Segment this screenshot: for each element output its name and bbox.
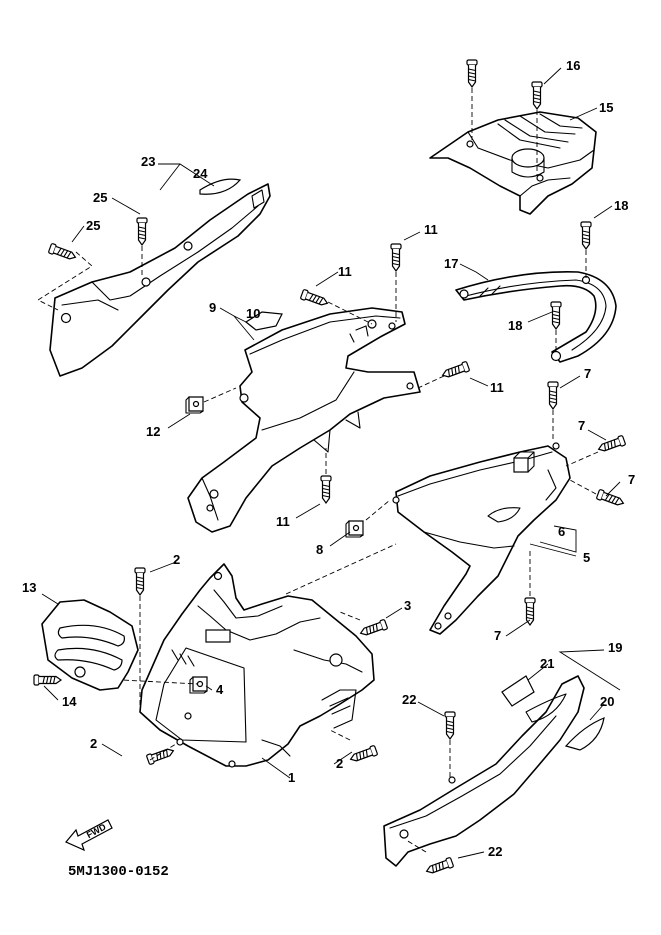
screw-icon (596, 434, 627, 455)
callout-1: 1 (288, 770, 295, 785)
screw-icon (390, 243, 402, 272)
callout-2: 2 (336, 756, 343, 771)
screw-icon (550, 301, 562, 330)
callout-5: 5 (583, 550, 590, 565)
screw-icon (524, 597, 536, 626)
callout-3: 3 (404, 598, 411, 613)
callout-9: 9 (209, 300, 216, 315)
callout-23: 23 (141, 154, 155, 169)
callout-2: 2 (173, 552, 180, 567)
emblem-insert (564, 717, 605, 751)
side-rail-cover (49, 183, 271, 377)
screw-icon (320, 475, 332, 504)
callout-6: 6 (558, 524, 565, 539)
callout-25: 25 (93, 190, 107, 205)
callout-2: 2 (90, 736, 97, 751)
leader-lines (41, 67, 621, 859)
grab-bar (455, 271, 617, 363)
screw-icon (33, 674, 62, 686)
screw-icon (595, 488, 626, 509)
emblem-insert (501, 675, 535, 707)
screw-icon (299, 288, 330, 309)
screw-icon (440, 360, 471, 381)
lower-rear-cover (383, 675, 585, 867)
callout-8: 8 (316, 542, 323, 557)
callout-22: 22 (488, 844, 502, 859)
diagram-code: 5MJ1300-0152 (68, 864, 169, 880)
callout-18: 18 (508, 318, 522, 333)
front-leg-shield (139, 563, 375, 768)
rear-carrier-cover (429, 111, 597, 215)
callout-22: 22 (402, 692, 416, 707)
screw-icon (358, 618, 389, 639)
screw-icon (580, 221, 592, 250)
emblem-insert (199, 178, 242, 195)
screw-icon (136, 217, 148, 246)
callout-21: 21 (540, 656, 554, 671)
callout-24: 24 (193, 166, 208, 181)
callout-11: 11 (276, 514, 290, 529)
callout-7: 7 (584, 366, 591, 381)
callout-11: 11 (424, 222, 438, 237)
callout-15: 15 (599, 100, 613, 115)
callout-12: 12 (146, 424, 160, 439)
callout-18: 18 (614, 198, 628, 213)
callout-17: 17 (444, 256, 458, 271)
callout-14: 14 (62, 694, 77, 709)
clip-nut-icon (345, 520, 364, 538)
side-panel (41, 599, 139, 691)
screw-icon (145, 745, 176, 766)
callout-11: 11 (338, 264, 352, 279)
callout-16: 16 (566, 58, 580, 73)
emblem-insert (244, 311, 283, 331)
callout-7: 7 (578, 418, 585, 433)
screw-icon (134, 567, 146, 596)
callout-4: 4 (216, 682, 224, 697)
callout-13: 13 (22, 580, 36, 595)
clip-nut-icon (185, 396, 204, 414)
right-side-cover (392, 442, 571, 635)
callouts: 16 15 23 24 25 25 11 11 18 17 18 9 10 11… (22, 58, 635, 859)
center-frame-cover (187, 307, 421, 533)
screw-icon (466, 59, 478, 88)
screw-icon (531, 81, 543, 110)
screw-icon (47, 242, 78, 263)
screw-icon (547, 381, 559, 410)
callout-19: 19 (608, 640, 622, 655)
callout-7: 7 (628, 472, 635, 487)
screw-icon (424, 856, 455, 877)
callout-25: 25 (86, 218, 100, 233)
clip-nut-icon (189, 676, 208, 694)
callout-10: 10 (246, 306, 260, 321)
callout-7: 7 (494, 628, 501, 643)
callout-20: 20 (600, 694, 614, 709)
callout-11: 11 (490, 380, 504, 395)
screw-icon (348, 744, 379, 765)
fwd-arrow-icon: FWD (65, 819, 113, 852)
screw-icon (444, 711, 456, 740)
